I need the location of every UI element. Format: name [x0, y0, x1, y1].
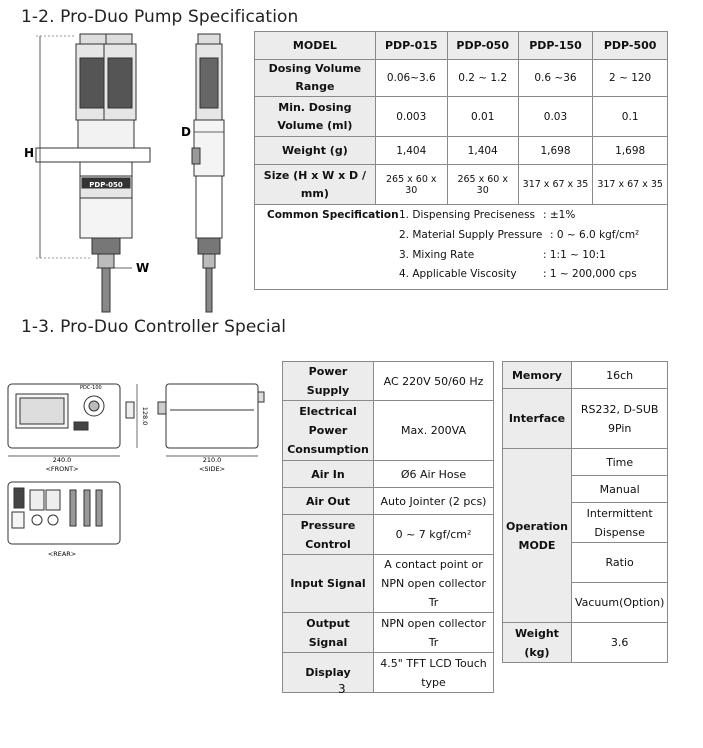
spec-value-power-consumption: Max. 200VA	[373, 400, 494, 461]
common-spec-item-name: 1. Dispensing Preciseness	[399, 209, 536, 221]
operation-mode-item: Time	[570, 448, 669, 476]
spec-label-display: Display	[282, 652, 374, 693]
spec-value-air-in: Ø6 Air Hose	[373, 460, 494, 488]
table-cell: 0.06~3.6	[374, 59, 448, 97]
table-cell: 0.03	[517, 96, 594, 137]
rear-view-label: <REAR>	[48, 550, 76, 558]
side-view-label: <SIDE>	[199, 465, 225, 473]
table-cell: 1,698	[592, 136, 668, 165]
spec-label-pressure-control: Pressure Control	[282, 514, 374, 555]
controller-mode-table: Memory 16ch Interface RS232, D-SUB 9Pin …	[502, 361, 669, 663]
operation-mode-item: Manual	[570, 475, 669, 503]
common-spec-item-name: 4. Applicable Viscosity	[399, 268, 517, 280]
row-label-weight: Weight (g)	[254, 136, 376, 165]
operation-mode-item: Vacuum(Option)	[570, 582, 669, 623]
common-spec-item-name: 2. Material Supply Pressure	[399, 229, 543, 241]
table-cell: 0.003	[374, 96, 448, 137]
controller-section-title: 1-3. Pro-Duo Controller Special	[21, 317, 287, 337]
model-header-pdp-500: PDP-500	[592, 31, 668, 60]
height-dim-label: H	[24, 146, 34, 160]
spec-label-input-signal: Input Signal	[282, 554, 374, 613]
table-cell: 0.6 ~36	[517, 59, 594, 97]
pump-section-title: 1-2. Pro-Duo Pump Specification	[21, 7, 299, 27]
spec-label-output-signal: Output Signal	[282, 612, 374, 653]
panel-model-label: PDC-100	[80, 385, 102, 391]
common-spec-item-value: : 1:1 ~ 10:1	[543, 249, 606, 261]
spec-value-input-signal: A contact point or NPN open collector Tr	[373, 554, 494, 613]
table-cell: 1,404	[374, 136, 448, 165]
side-depth-dim: 210.0	[203, 456, 222, 464]
depth-dim-label: D	[181, 125, 191, 139]
controller-rear-view	[7, 481, 121, 545]
spec-label-air-in: Air In	[282, 460, 374, 488]
spec-label-air-out: Air Out	[282, 487, 374, 515]
pump-model-label: PDP-050	[89, 181, 123, 189]
table-cell: 1,698	[517, 136, 594, 165]
common-spec-cell: Common Specification 1. Dispensing Preci…	[254, 204, 668, 290]
common-spec-item-value: : 0 ~ 6.0 kgf/cm²	[550, 229, 640, 241]
table-cell: 317 x 67 x 35	[592, 164, 668, 205]
model-header-pdp-050: PDP-050	[446, 31, 519, 60]
table-cell: 2 ~ 120	[592, 59, 668, 97]
spec-value-output-signal: NPN open collector Tr	[373, 612, 494, 653]
controller-side-view	[157, 383, 265, 449]
spec-label-memory: Memory	[502, 361, 572, 389]
width-dim-label: W	[136, 261, 149, 275]
front-width-dim: 240.0	[53, 456, 72, 464]
controller-drawing: PDC-100 240.0 <FRONT> 128.0 210.0 <SIDE>…	[7, 383, 265, 558]
front-view-label: <FRONT>	[45, 465, 78, 473]
table-cell: 317 x 67 x 35	[517, 164, 594, 205]
spec-value-memory: 16ch	[570, 361, 669, 389]
spec-value-display: 4.5" TFT LCD Touch type	[373, 652, 494, 693]
common-spec-item-name: 3. Mixing Rate	[399, 249, 475, 261]
model-header-pdp-150: PDP-150	[517, 31, 594, 60]
spec-label-operation-mode: Operation MODE	[502, 448, 572, 623]
spec-value-pressure-control: 0 ~ 7 kgf/cm²	[373, 514, 494, 555]
table-cell: 0.1	[592, 96, 668, 137]
row-label-min-dosing: Min. Dosing Volume (ml)	[254, 96, 376, 137]
model-header-pdp-015: PDP-015	[374, 31, 448, 60]
controller-spec-table: Power Supply AC 220V 50/60 Hz Electrical…	[282, 361, 494, 693]
row-label-size: Size (H x W x D / mm)	[254, 164, 376, 205]
controller-front-view	[7, 383, 135, 449]
common-spec-item-value: : ±1%	[543, 209, 576, 221]
spec-label-interface: Interface	[502, 388, 572, 449]
operation-mode-item: Ratio	[570, 542, 669, 583]
pump-drawing: PDP-050 H W D	[24, 33, 225, 313]
spec-label-power-supply: Power Supply	[282, 361, 374, 401]
spec-value-weight: 3.6	[570, 622, 669, 663]
pump-spec-table: MODEL PDP-015 PDP-050 PDP-150 PDP-500 Do…	[254, 31, 668, 290]
pump-side-view	[191, 33, 225, 313]
spec-value-interface: RS232, D-SUB 9Pin	[570, 388, 669, 449]
spec-value-power-supply: AC 220V 50/60 Hz	[373, 361, 494, 401]
table-cell: 0.2 ~ 1.2	[446, 59, 519, 97]
pump-front-view	[35, 33, 151, 313]
spec-value-air-out: Auto Jointer (2 pcs)	[373, 487, 494, 515]
spec-label-weight: Weight (kg)	[502, 622, 572, 663]
page-number: 3	[338, 682, 346, 696]
table-cell: 1,404	[446, 136, 519, 165]
front-height-dim: 128.0	[141, 407, 149, 426]
model-header: MODEL	[254, 31, 376, 60]
operation-mode-item: Intermittent Dispense	[570, 502, 669, 543]
common-spec-item-value: : 1 ~ 200,000 cps	[543, 268, 637, 280]
row-label-dosing-range: Dosing Volume Range	[254, 59, 376, 97]
table-cell: 265 x 60 x 30	[446, 164, 519, 205]
spec-label-power-consumption: Electrical Power Consumption	[282, 400, 374, 461]
table-cell: 0.01	[446, 96, 519, 137]
common-spec-label: Common Specification	[267, 209, 399, 221]
table-cell: 265 x 60 x 30	[374, 164, 448, 205]
